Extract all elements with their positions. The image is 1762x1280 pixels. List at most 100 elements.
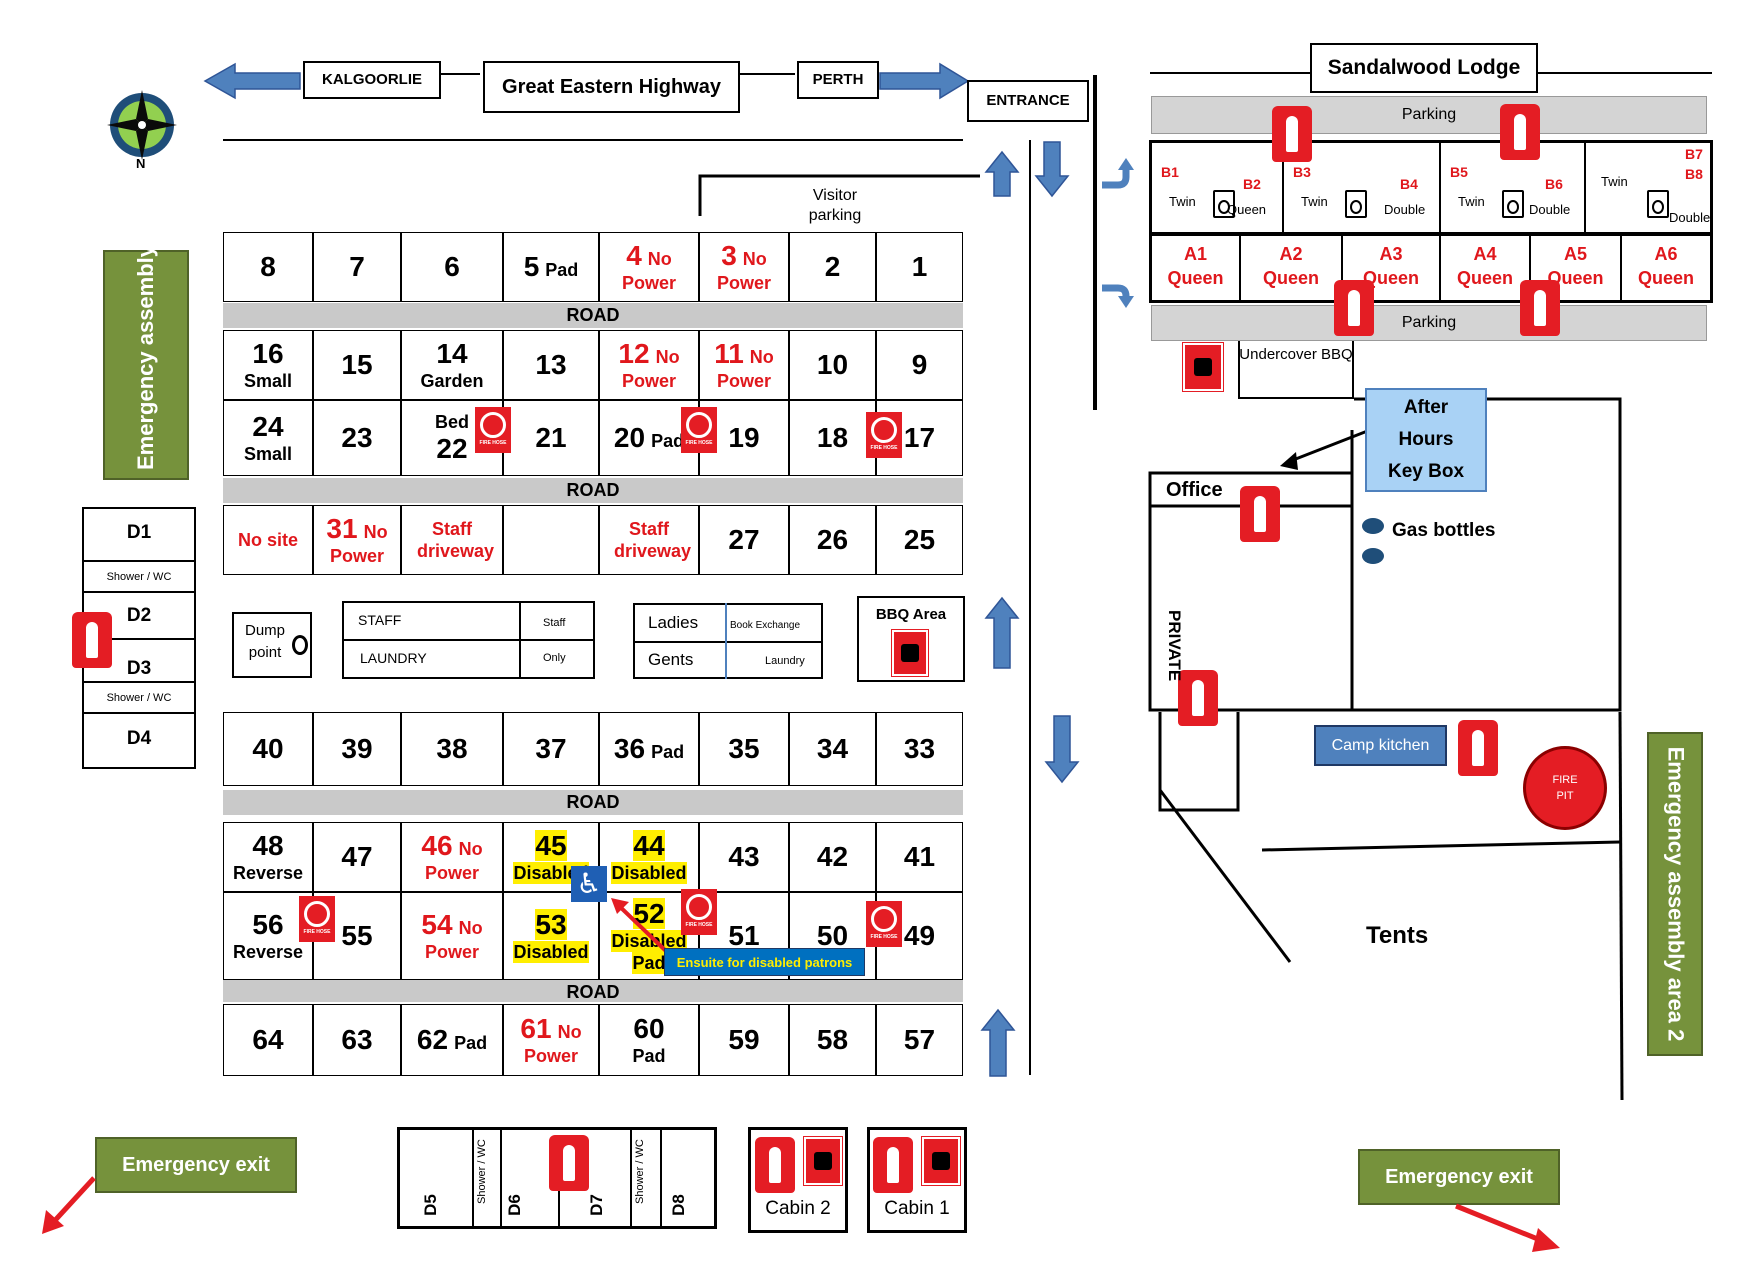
site-number: 40	[252, 733, 284, 764]
site-number: 44	[633, 830, 665, 861]
gas-bottle-icon	[1362, 548, 1384, 564]
room-type: Queen	[1547, 268, 1604, 288]
site-note: Reverse	[232, 863, 304, 883]
site-number: 9	[911, 349, 928, 380]
site-number: 12	[618, 338, 650, 369]
room-type: Twin	[1301, 194, 1328, 209]
exit-arrow-right-icon	[1455, 1203, 1560, 1252]
site-note: Small	[243, 371, 293, 391]
fire-extinguisher-icon	[873, 1137, 913, 1193]
room-id-b7: B7	[1685, 146, 1703, 162]
exit-arrow-left-icon	[42, 1176, 96, 1234]
site-number: 1	[911, 251, 928, 282]
fire-hose-icon: FIRE HOSE	[299, 896, 335, 942]
site-number: 6	[444, 251, 460, 282]
road-3: ROAD	[223, 790, 963, 815]
site-suffix: No	[458, 839, 483, 859]
site-40: 40	[223, 712, 313, 786]
room-id-b8: B8	[1685, 166, 1703, 182]
fire-extinguisher-icon	[1500, 104, 1540, 160]
room-id: A5	[1563, 244, 1587, 264]
site-25: 25	[876, 505, 963, 575]
fire-extinguisher-icon	[755, 1137, 795, 1193]
site-39: 39	[313, 712, 401, 786]
cabin-1-label: Cabin 1	[884, 1198, 950, 1219]
site-26: 26	[789, 505, 876, 575]
shower-wc-label: Shower / WC	[106, 571, 172, 583]
site-57: 57	[876, 1004, 963, 1076]
site-note: Small	[243, 444, 293, 464]
site-42: 42	[789, 822, 876, 892]
site-number: 57	[903, 1024, 936, 1055]
site-number: 14	[436, 338, 468, 369]
site-cell-r4-2: Staff driveway	[401, 505, 503, 575]
only-label: Only	[543, 652, 566, 664]
visitor-parking-label: Visitor parking	[808, 187, 862, 224]
bbq-area-label: BBQ Area	[875, 606, 947, 623]
book-exchange-label: Book Exchange	[730, 620, 801, 631]
toilet-icon	[1213, 190, 1235, 218]
site-label: Staff driveway	[417, 519, 495, 561]
site-number: 61	[520, 1013, 552, 1044]
site-10: 10	[789, 330, 876, 400]
site-number: 7	[349, 251, 365, 282]
site-35: 35	[699, 712, 789, 786]
site-38: 38	[401, 712, 503, 786]
site-number: 47	[341, 841, 373, 872]
site-1: 1	[876, 232, 963, 302]
fire-blanket-icon	[803, 1136, 843, 1186]
fire-hose-icon: FIRE HOSE	[475, 407, 511, 453]
site-41: 41	[876, 822, 963, 892]
site-43: 43	[699, 822, 789, 892]
undercover-bbq-label: Undercover BBQ	[1239, 346, 1353, 363]
site-number: 37	[535, 733, 567, 764]
site-64: 64	[223, 1004, 313, 1076]
site-8: 8	[223, 232, 313, 302]
lodge-b-unit	[1283, 142, 1440, 233]
gas-bottle-icon	[1362, 518, 1384, 534]
emergency-exit-right: Emergency exit	[1358, 1149, 1560, 1205]
site-number: 18	[816, 422, 849, 453]
site-number: 63	[341, 1024, 373, 1055]
site-note: Disabled	[513, 941, 589, 963]
site-note: Power	[716, 273, 772, 293]
site-number: 20	[613, 422, 646, 453]
site-suffix: No	[647, 249, 672, 269]
site-23: 23	[313, 400, 401, 476]
site-cell-r4-3	[503, 505, 599, 575]
site-number: 54	[421, 909, 453, 940]
site-suffix: Pad	[545, 260, 579, 280]
site-note: Pad	[632, 952, 666, 974]
room-type: Double	[1669, 210, 1711, 225]
site-label: No site	[237, 530, 298, 550]
room-id: A6	[1654, 244, 1678, 264]
laundry-label: LAUNDRY	[360, 650, 427, 666]
d4-label: D4	[126, 728, 152, 749]
site-number: 16	[252, 338, 284, 369]
site-number: 60	[633, 1013, 665, 1044]
compass-north-label: N	[136, 156, 146, 171]
site-number: 42	[816, 841, 849, 872]
room-type: Queen	[1637, 268, 1694, 288]
site-number: 33	[903, 733, 936, 764]
toilet-icon	[1647, 190, 1669, 218]
lodge-a-wing	[1149, 233, 1713, 303]
room-id: A2	[1279, 244, 1303, 264]
room-type: Twin	[1458, 194, 1485, 209]
kalgoorlie-sign: KALGOORLIE	[303, 61, 441, 99]
site-note: Garden	[420, 371, 484, 391]
site-13: 13	[503, 330, 599, 400]
site-15: 15	[313, 330, 401, 400]
